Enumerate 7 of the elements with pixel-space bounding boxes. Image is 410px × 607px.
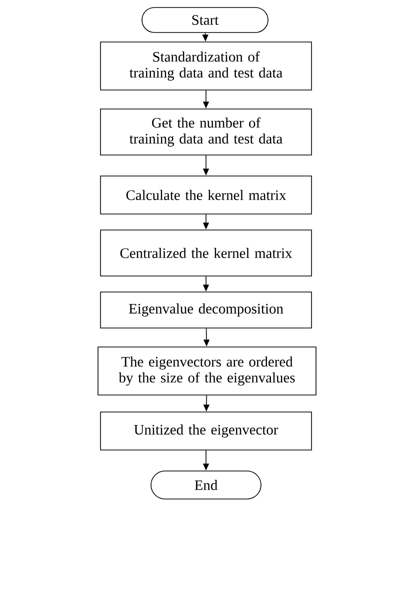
process-box: Get the number of training data and test data <box>100 108 312 156</box>
process-box: Centralized the kernel matrix <box>100 230 312 276</box>
process-box: Unitized the eigenvector <box>100 412 312 450</box>
process-box: The eigenvectors are ordered by the size of the eigenvalues <box>98 346 316 396</box>
process-box: Calculate the kernel matrix <box>100 176 312 214</box>
process-box: Eigenvalue decomposition <box>100 292 312 328</box>
process-box: Standardization of training data and test data <box>100 42 312 90</box>
